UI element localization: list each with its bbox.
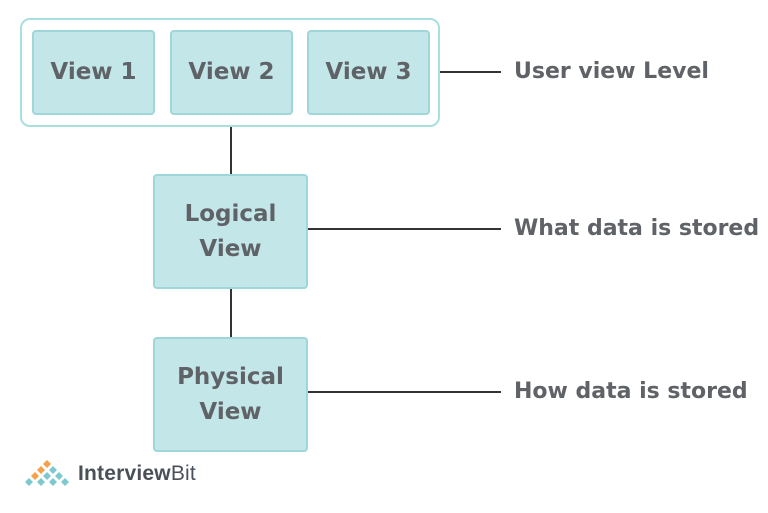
- connector-logical-to-physical: [230, 289, 232, 337]
- view-3-label: View 3: [325, 59, 412, 85]
- view-1-label: View 1: [50, 59, 137, 85]
- view-2-label: View 2: [188, 59, 275, 85]
- connector-what-stored: [308, 228, 501, 230]
- physical-view-label: Physical View: [177, 363, 284, 425]
- what-stored-label: What data is stored: [514, 216, 760, 241]
- view-2-box: View 2: [170, 30, 293, 115]
- logical-view-label: Logical View: [184, 200, 277, 262]
- brand-name: InterviewBit: [78, 462, 196, 486]
- brand-name-suffix: Bit: [170, 462, 196, 485]
- view-1-box: View 1: [32, 30, 155, 115]
- view-3-box: View 3: [307, 30, 430, 115]
- interviewbit-logo: InterviewBit: [22, 459, 196, 489]
- physical-view-box: Physical View: [153, 337, 308, 452]
- logical-view-box: Logical View: [153, 174, 308, 289]
- interviewbit-logo-icon: [25, 460, 69, 486]
- user-level-label: User view Level: [514, 59, 709, 84]
- how-stored-label: How data is stored: [514, 379, 748, 404]
- connector-views-to-logical: [230, 127, 232, 174]
- brand-name-main: Interview: [78, 462, 171, 485]
- connector-how-stored: [308, 391, 501, 393]
- connector-user-level: [440, 71, 501, 73]
